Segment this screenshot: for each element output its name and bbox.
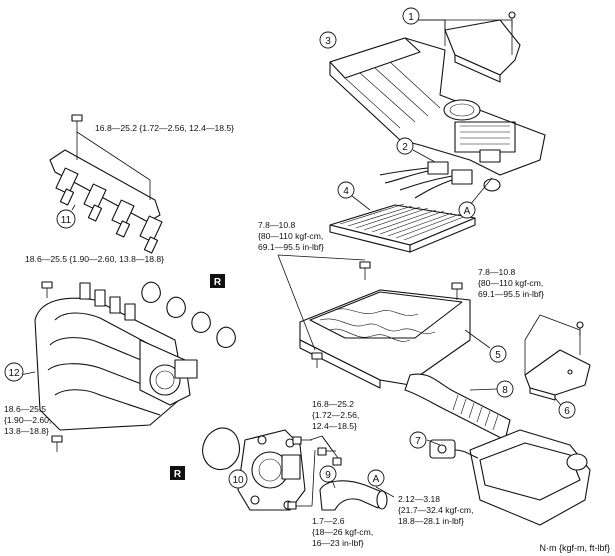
r-mark-lower: R bbox=[170, 466, 185, 480]
part-1-cover bbox=[418, 11, 521, 83]
hose-clamp-leader bbox=[375, 486, 395, 498]
svg-text:10: 10 bbox=[232, 475, 244, 486]
torque-throttle-top: 16.8—25.2 {1.72—2.56, 12.4—18.5} bbox=[312, 399, 359, 431]
svg-text:{21.7—32.4 kgf-cm,: {21.7—32.4 kgf-cm, bbox=[398, 505, 473, 515]
svg-text:16—23 in-lbf}: 16—23 in-lbf} bbox=[312, 538, 364, 548]
svg-text:13.8—18.8}: 13.8—18.8} bbox=[4, 426, 49, 436]
svg-text:R: R bbox=[214, 277, 222, 288]
svg-text:2: 2 bbox=[402, 142, 408, 153]
callout-2: 2 bbox=[396, 137, 414, 155]
svg-text:69.1—95.5 in-lbf}: 69.1—95.5 in-lbf} bbox=[478, 289, 544, 299]
svg-text:69.1—95.5 in-lbf}: 69.1—95.5 in-lbf} bbox=[258, 242, 324, 252]
throttle-body-gasket bbox=[202, 427, 241, 471]
torque-intake-bottom: 18.6—25.5 {1.90—2.60, 13.8—18.8} bbox=[4, 404, 51, 436]
callout-A-upper: A bbox=[458, 201, 476, 219]
callout-6: 6 bbox=[558, 401, 576, 419]
svg-text:16.8—25.2: 16.8—25.2 bbox=[312, 399, 354, 409]
svg-text:12: 12 bbox=[8, 368, 20, 379]
svg-text:{1.90—2.60,: {1.90—2.60, bbox=[4, 415, 51, 425]
svg-text:A: A bbox=[464, 206, 471, 217]
part-12-intake-manifold bbox=[19, 281, 198, 452]
part-6-bracket bbox=[524, 314, 591, 411]
svg-text:9: 9 bbox=[325, 470, 331, 481]
torque-intake-top: 18.6—25.5 {1.90—2.60, 13.8—18.8} bbox=[25, 254, 164, 264]
svg-text:4: 4 bbox=[343, 186, 349, 197]
svg-text:1: 1 bbox=[408, 12, 414, 23]
part-11-ignition-coils bbox=[49, 114, 163, 254]
callout-10: 10 bbox=[228, 469, 248, 489]
svg-text:11: 11 bbox=[61, 215, 72, 226]
torque-coil-bolt: 16.8—25.2 {1.72—2.56, 12.4—18.5} bbox=[95, 123, 234, 133]
callout-8: 8 bbox=[496, 380, 514, 398]
svg-text:18.6—25.5: 18.6—25.5 bbox=[4, 404, 46, 414]
svg-text:A: A bbox=[373, 474, 380, 485]
units-note: N·m {kgf-m, ft-lbf} bbox=[539, 543, 610, 553]
svg-text:8: 8 bbox=[502, 385, 508, 396]
svg-text:2.12—3.18: 2.12—3.18 bbox=[398, 494, 440, 504]
callout-9: 9 bbox=[319, 465, 337, 483]
svg-text:12.4—18.5}: 12.4—18.5} bbox=[312, 421, 357, 431]
svg-text:R: R bbox=[174, 469, 182, 480]
callout-4: 4 bbox=[337, 181, 355, 199]
torque-air-cleaner-right: 7.8—10.8 {80—110 kgf-cm, 69.1—95.5 in-lb… bbox=[478, 267, 544, 299]
callout-A-lower: A bbox=[367, 469, 385, 487]
part-2-harness-connector bbox=[379, 149, 473, 199]
r-mark-upper: R bbox=[210, 274, 225, 288]
part-3-air-cleaner-cover bbox=[329, 37, 546, 206]
svg-text:18.8—28.1 in-lbf}: 18.8—28.1 in-lbf} bbox=[398, 516, 464, 526]
air-cleaner-bolts bbox=[277, 254, 463, 368]
torque-hose-clamp: 2.12—3.18 {21.7—32.4 kgf-cm, 18.8—28.1 i… bbox=[398, 494, 473, 526]
svg-text:7.8—10.8: 7.8—10.8 bbox=[478, 267, 515, 277]
part-7-resonator bbox=[426, 429, 591, 526]
svg-text:1.7—2.6: 1.7—2.6 bbox=[312, 516, 345, 526]
svg-text:{1.72—2.56,: {1.72—2.56, bbox=[312, 410, 359, 420]
svg-text:{18—26 kgf-cm,: {18—26 kgf-cm, bbox=[312, 527, 373, 537]
part-8-intake-hose bbox=[404, 373, 511, 441]
svg-text:{80—110 kgf-cm,: {80—110 kgf-cm, bbox=[258, 231, 323, 241]
part-10-throttle-body bbox=[237, 429, 306, 511]
svg-text:5: 5 bbox=[495, 350, 501, 361]
throttle-body-bolts bbox=[287, 435, 342, 510]
intake-gaskets bbox=[141, 281, 236, 348]
part-9-hose bbox=[319, 474, 388, 511]
svg-text:3: 3 bbox=[325, 36, 331, 47]
svg-text:7.8—10.8: 7.8—10.8 bbox=[258, 220, 295, 230]
callout-3: 3 bbox=[319, 31, 337, 49]
torque-throttle-bottom: 1.7—2.6 {18—26 kgf-cm, 16—23 in-lbf} bbox=[312, 516, 373, 548]
callout-12: 12 bbox=[4, 362, 24, 382]
callout-5: 5 bbox=[489, 345, 507, 363]
callout-11: 11 bbox=[56, 209, 76, 229]
svg-text:7: 7 bbox=[415, 436, 421, 447]
callout-7: 7 bbox=[409, 431, 427, 449]
svg-text:6: 6 bbox=[564, 406, 570, 417]
part-5-air-cleaner-case bbox=[299, 289, 491, 389]
torque-air-cleaner-left: 7.8—10.8 {80—110 kgf-cm, 69.1—95.5 in-lb… bbox=[258, 220, 324, 252]
svg-text:{80—110 kgf-cm,: {80—110 kgf-cm, bbox=[478, 278, 543, 288]
part-4-air-filter bbox=[329, 195, 476, 253]
callout-1: 1 bbox=[402, 7, 420, 25]
